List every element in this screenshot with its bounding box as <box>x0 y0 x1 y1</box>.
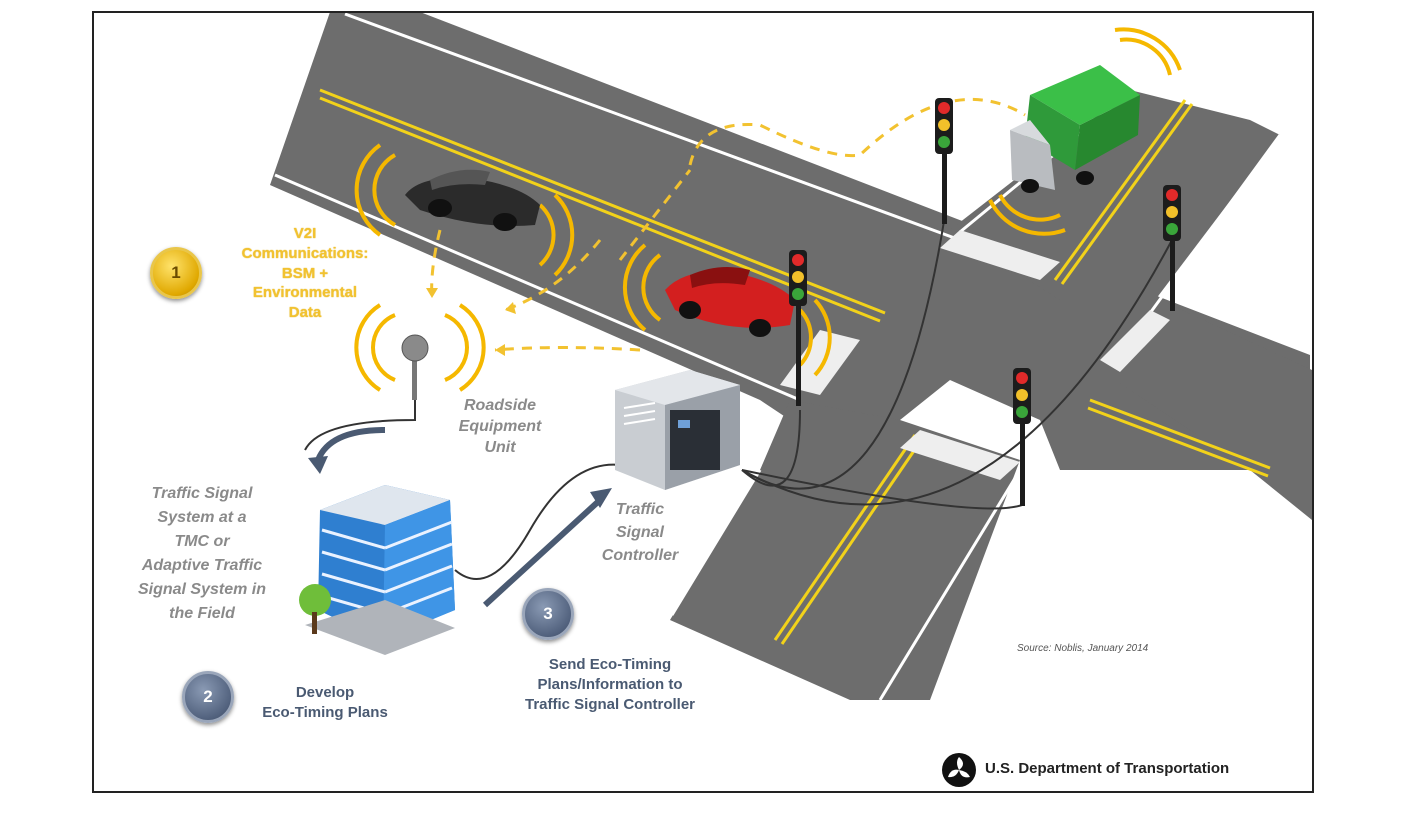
label-line: System at a <box>157 509 247 526</box>
label-line: Signal <box>615 524 664 542</box>
source-note: Source: Noblis, January 2014 <box>1017 643 1149 654</box>
v2i-communications-label: V2I Communications: BSM + Environmental … <box>215 224 395 323</box>
label-line: Traffic Signal <box>151 485 253 502</box>
roadside-equipment-label: Roadside Equipment Unit <box>430 395 570 458</box>
label-line: Environmental <box>252 284 358 302</box>
traffic-lights <box>789 98 1181 506</box>
develop-eco-timing-label: Develop Eco-Timing Plans <box>240 683 410 723</box>
label-line: Controller <box>601 547 679 565</box>
green-truck <box>1010 65 1140 193</box>
label-line: Develop <box>295 684 355 701</box>
signal-waves <box>354 27 1182 392</box>
tmc-building <box>299 485 455 655</box>
label-line: Data <box>288 304 322 322</box>
label-line: the Field <box>169 605 235 622</box>
label-line: Unit <box>484 439 516 457</box>
step-1-badge: 1 <box>150 247 202 299</box>
step-3-badge: 3 <box>522 588 574 640</box>
red-car <box>665 266 795 337</box>
label-line: Adaptive Traffic <box>141 557 263 574</box>
label-line: Signal System in <box>137 581 267 598</box>
black-car <box>405 169 540 231</box>
label-line: Plans/Information to <box>537 675 683 693</box>
label-line: V2I <box>293 225 317 242</box>
send-eco-timing-label: Send Eco-Timing Plans/Information to Tra… <box>490 655 730 714</box>
signal-controller-cabinet <box>615 370 740 490</box>
agency-name: U.S. Department of Transportation <box>985 760 1230 777</box>
label-line: Traffic <box>615 501 665 518</box>
roadside-equipment-antenna <box>401 334 429 400</box>
tmc-system-label: Traffic Signal System at a TMC or Adapti… <box>112 482 292 626</box>
label-line: Eco-Timing Plans <box>262 703 388 721</box>
label-line: Roadside <box>463 397 536 414</box>
label-line: BSM + <box>281 264 329 282</box>
label-line: Send Eco-Timing <box>548 656 672 673</box>
step-2-badge: 2 <box>182 671 234 723</box>
signal-controller-label: Traffic Signal Controller <box>580 498 700 568</box>
dot-logo-icon <box>942 753 976 787</box>
label-line: Communications: <box>241 244 369 262</box>
signal-wires <box>304 214 1173 580</box>
main-road <box>270 13 1310 470</box>
label-line: TMC or <box>174 533 230 550</box>
label-line: Traffic Signal Controller <box>524 695 696 713</box>
label-line: Equipment <box>458 418 542 436</box>
